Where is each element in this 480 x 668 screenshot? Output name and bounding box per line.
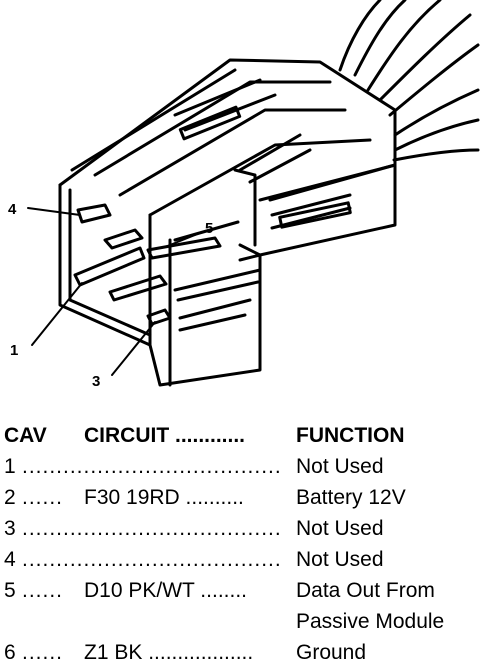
callout-cav-1: 1: [10, 342, 18, 359]
leader-lines: [27, 207, 201, 376]
terminal-pins: [73, 203, 222, 326]
header-circuit: CIRCUIT ............: [84, 424, 246, 447]
table-row: 6 ...... Z1 BK .................. Ground: [0, 637, 480, 668]
row-circuit: F30 19RD ..........: [84, 486, 244, 509]
row-cav: 1: [4, 455, 16, 478]
row-leader: ......: [22, 579, 64, 602]
header-cav: CAV: [4, 424, 47, 447]
row-function: Ground: [296, 641, 367, 664]
callout-cav-5: 5: [205, 220, 213, 237]
connector-diagram: 4 5 1 3: [8, 0, 480, 390]
header-function: FUNCTION: [296, 424, 405, 447]
row-cav: 6: [4, 641, 16, 664]
row-cav: 4: [4, 548, 16, 571]
table-row: 1 ......................................…: [0, 451, 480, 482]
row-circuit: Z1 BK ..................: [84, 641, 254, 664]
cavity-table: CAV CIRCUIT ............ FUNCTION 1 ....…: [0, 420, 480, 668]
table-row: 2 ...... F30 19RD .......... Battery 12V: [0, 482, 480, 513]
table-row-continuation: Passive Module: [0, 606, 480, 637]
row-function-continued: Passive Module: [296, 610, 445, 633]
row-leader: ........................................…: [22, 455, 280, 478]
row-cav: 5: [4, 579, 16, 602]
connector-side: [173, 163, 397, 257]
row-leader: ........................................…: [22, 548, 280, 571]
row-leader: ........................................…: [22, 517, 280, 540]
row-function: Not Used: [296, 455, 384, 478]
row-function: Not Used: [296, 517, 384, 540]
row-cav: 2: [4, 486, 16, 509]
row-function: Data Out From: [296, 579, 435, 602]
table-row: 4 ......................................…: [0, 544, 480, 575]
row-cav: 3: [4, 517, 16, 540]
wire-bundle: [338, 0, 480, 162]
row-leader: ......: [22, 641, 64, 664]
table-header: CAV CIRCUIT ............ FUNCTION: [0, 420, 480, 451]
row-function: Not Used: [296, 548, 384, 571]
row-function: Battery 12V: [296, 486, 406, 509]
connector-top-face: [58, 58, 397, 217]
table-row: 3 ......................................…: [0, 513, 480, 544]
callout-cav-3: 3: [92, 373, 100, 390]
callout-cav-4: 4: [8, 201, 17, 218]
table-row: 5 ...... D10 PK/WT ........ Data Out Fro…: [0, 575, 480, 606]
row-leader: ......: [22, 486, 64, 509]
row-circuit: D10 PK/WT ........: [84, 579, 247, 602]
